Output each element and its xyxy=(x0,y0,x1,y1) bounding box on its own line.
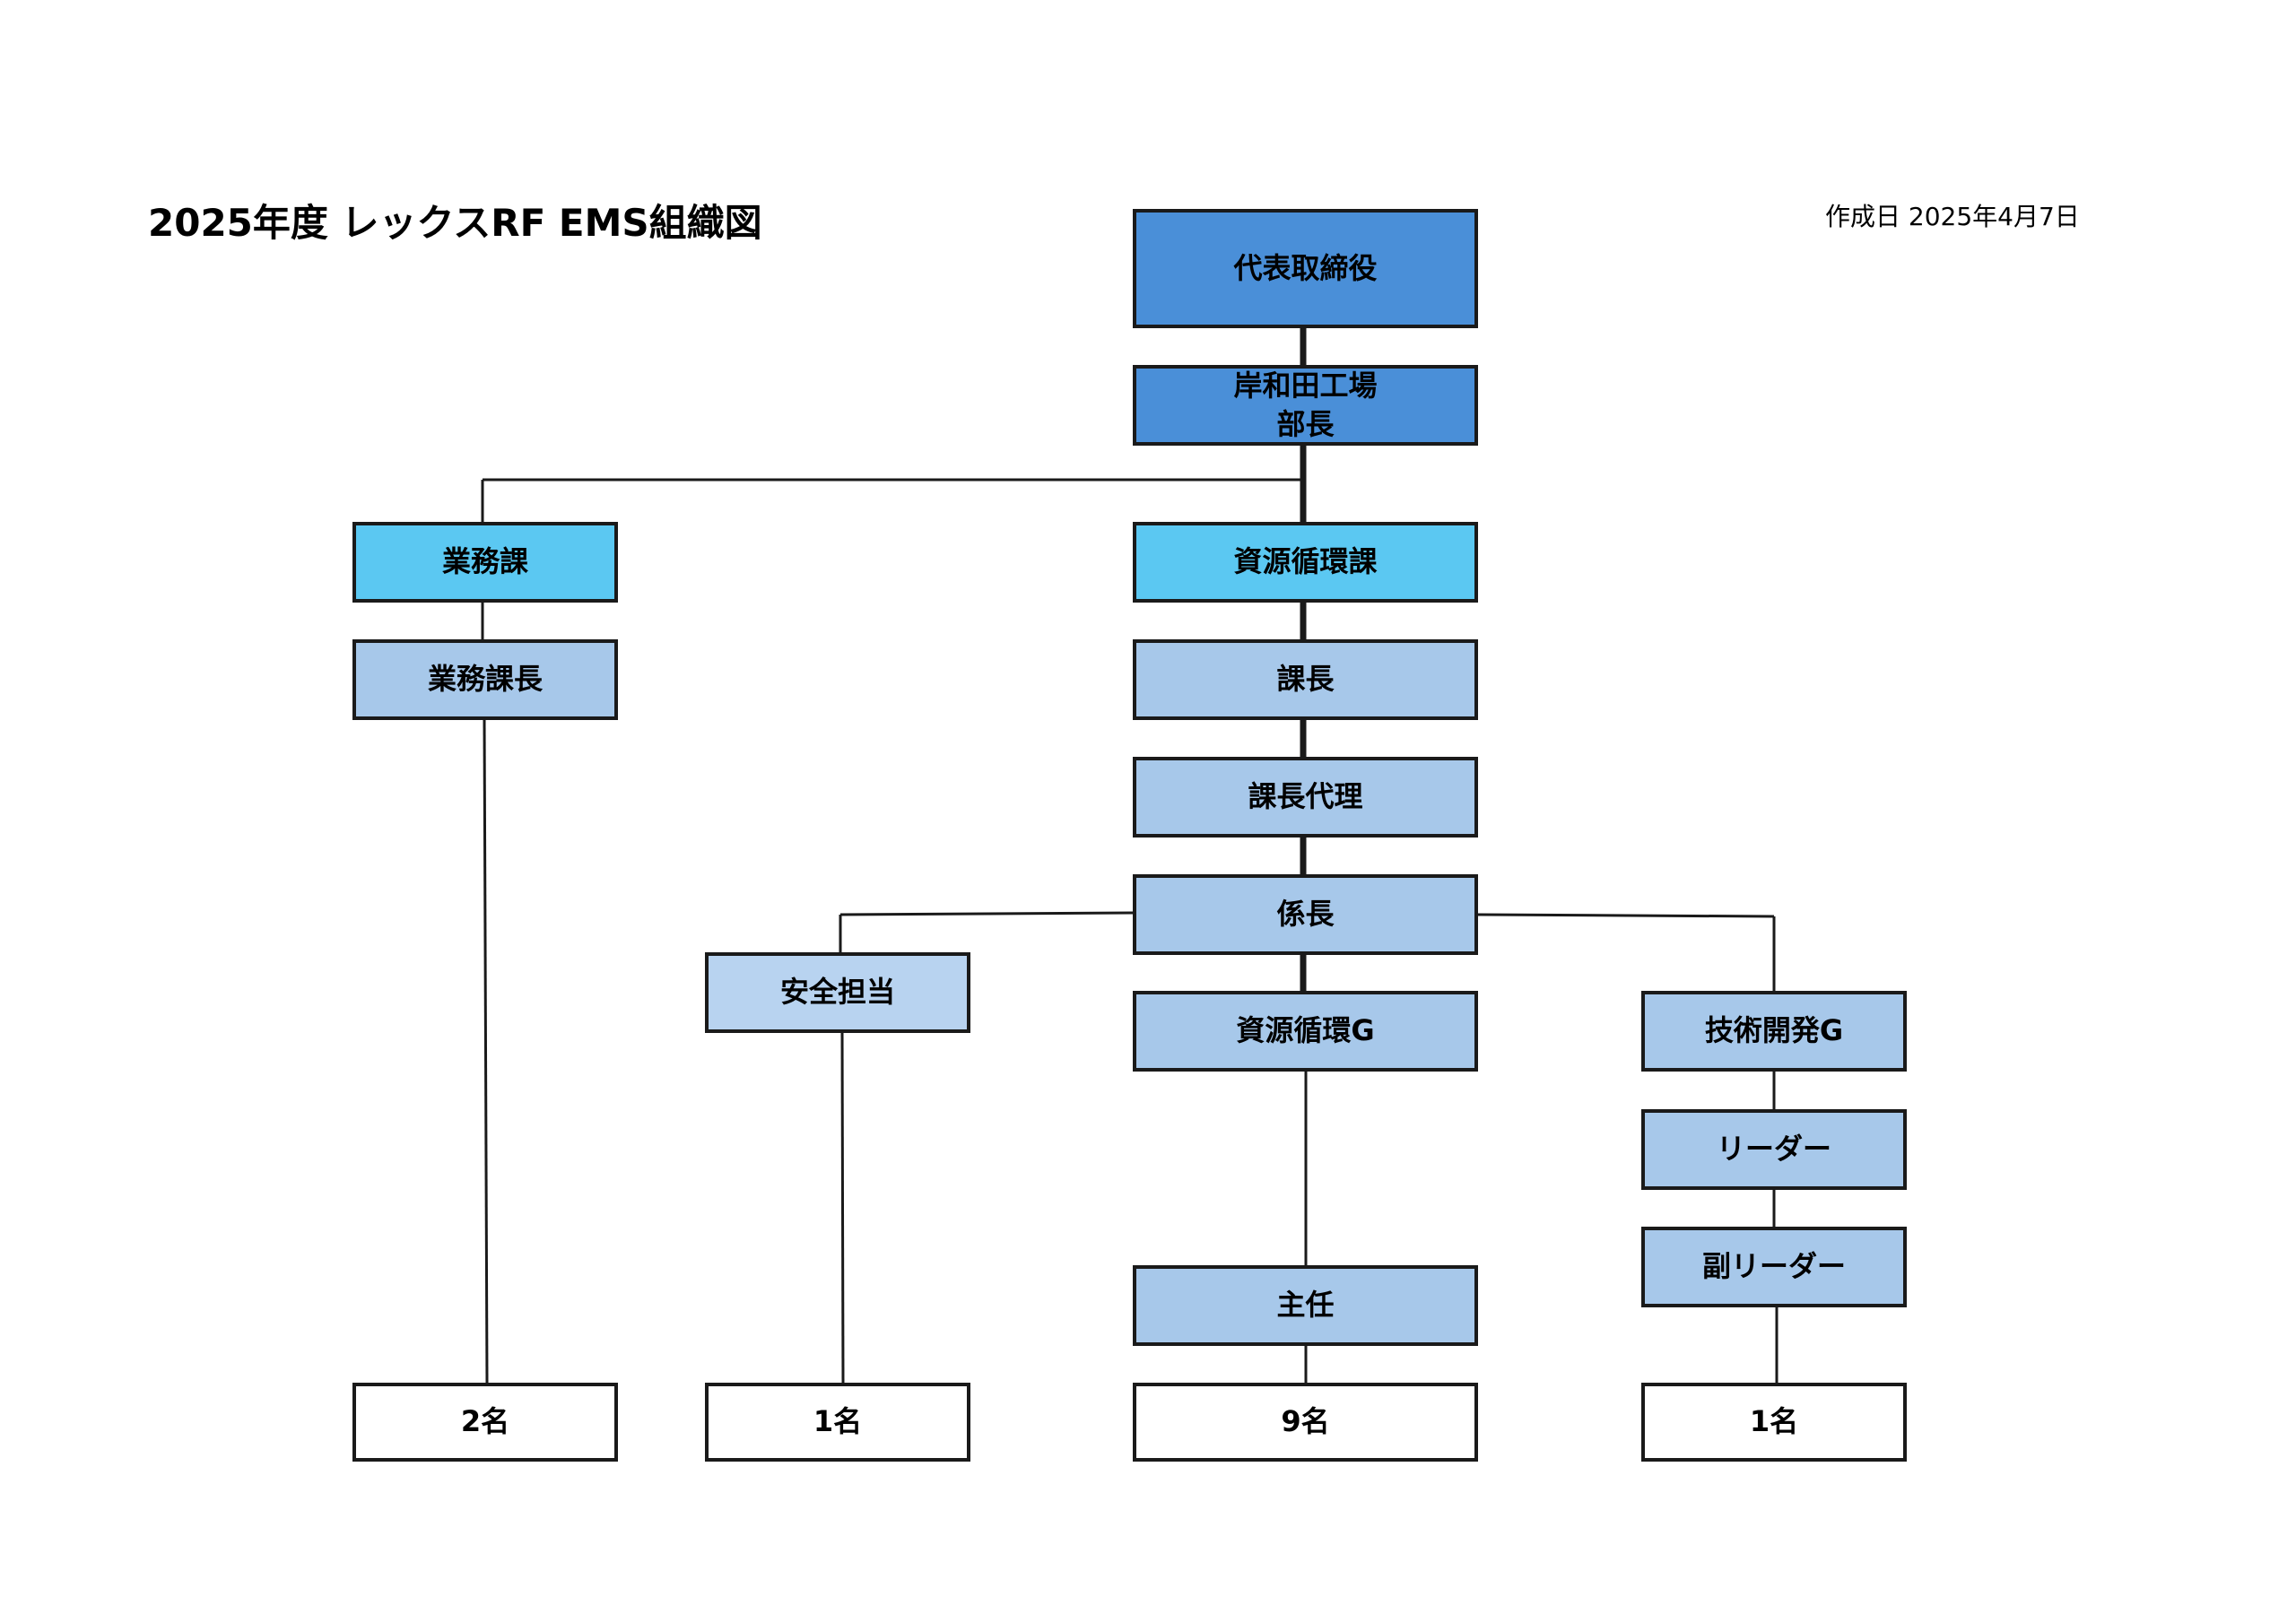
node-business-count: 2名 xyxy=(352,1383,618,1462)
node-resource-section: 資源循環課 xyxy=(1133,522,1478,603)
node-supervisor: 主任 xyxy=(1133,1265,1478,1346)
node-president: 代表取締役 xyxy=(1133,209,1478,328)
node-safety-count: 1名 xyxy=(705,1383,970,1462)
node-subsection-chief: 係長 xyxy=(1133,874,1478,955)
node-business-chief: 業務課長 xyxy=(352,639,618,720)
node-plant-manager: 岸和田工場 部長 xyxy=(1133,365,1478,446)
node-business-section: 業務課 xyxy=(352,522,618,603)
branch-safety-h xyxy=(839,911,1134,916)
node-section-chief: 課長 xyxy=(1133,639,1478,720)
branch-tech-h xyxy=(1475,913,1775,918)
node-leader: リーダー xyxy=(1641,1109,1907,1190)
node-tech-group: 技術開発G xyxy=(1641,991,1907,1072)
node-deputy-chief: 課長代理 xyxy=(1133,757,1478,838)
created-date: 作成日 2025年4月7日 xyxy=(1825,202,2080,231)
safety-count-line xyxy=(840,1030,845,1384)
page-title: 2025年度 レックスRF EMS組織図 xyxy=(148,201,762,245)
node-tech-count: 1名 xyxy=(1641,1383,1907,1462)
node-resource-count: 9名 xyxy=(1133,1383,1478,1462)
business-chief-count-line xyxy=(483,716,489,1384)
node-safety: 安全担当 xyxy=(705,952,970,1033)
node-resource-group: 資源循環G xyxy=(1133,991,1478,1072)
node-sub-leader: 副リーダー xyxy=(1641,1227,1907,1307)
